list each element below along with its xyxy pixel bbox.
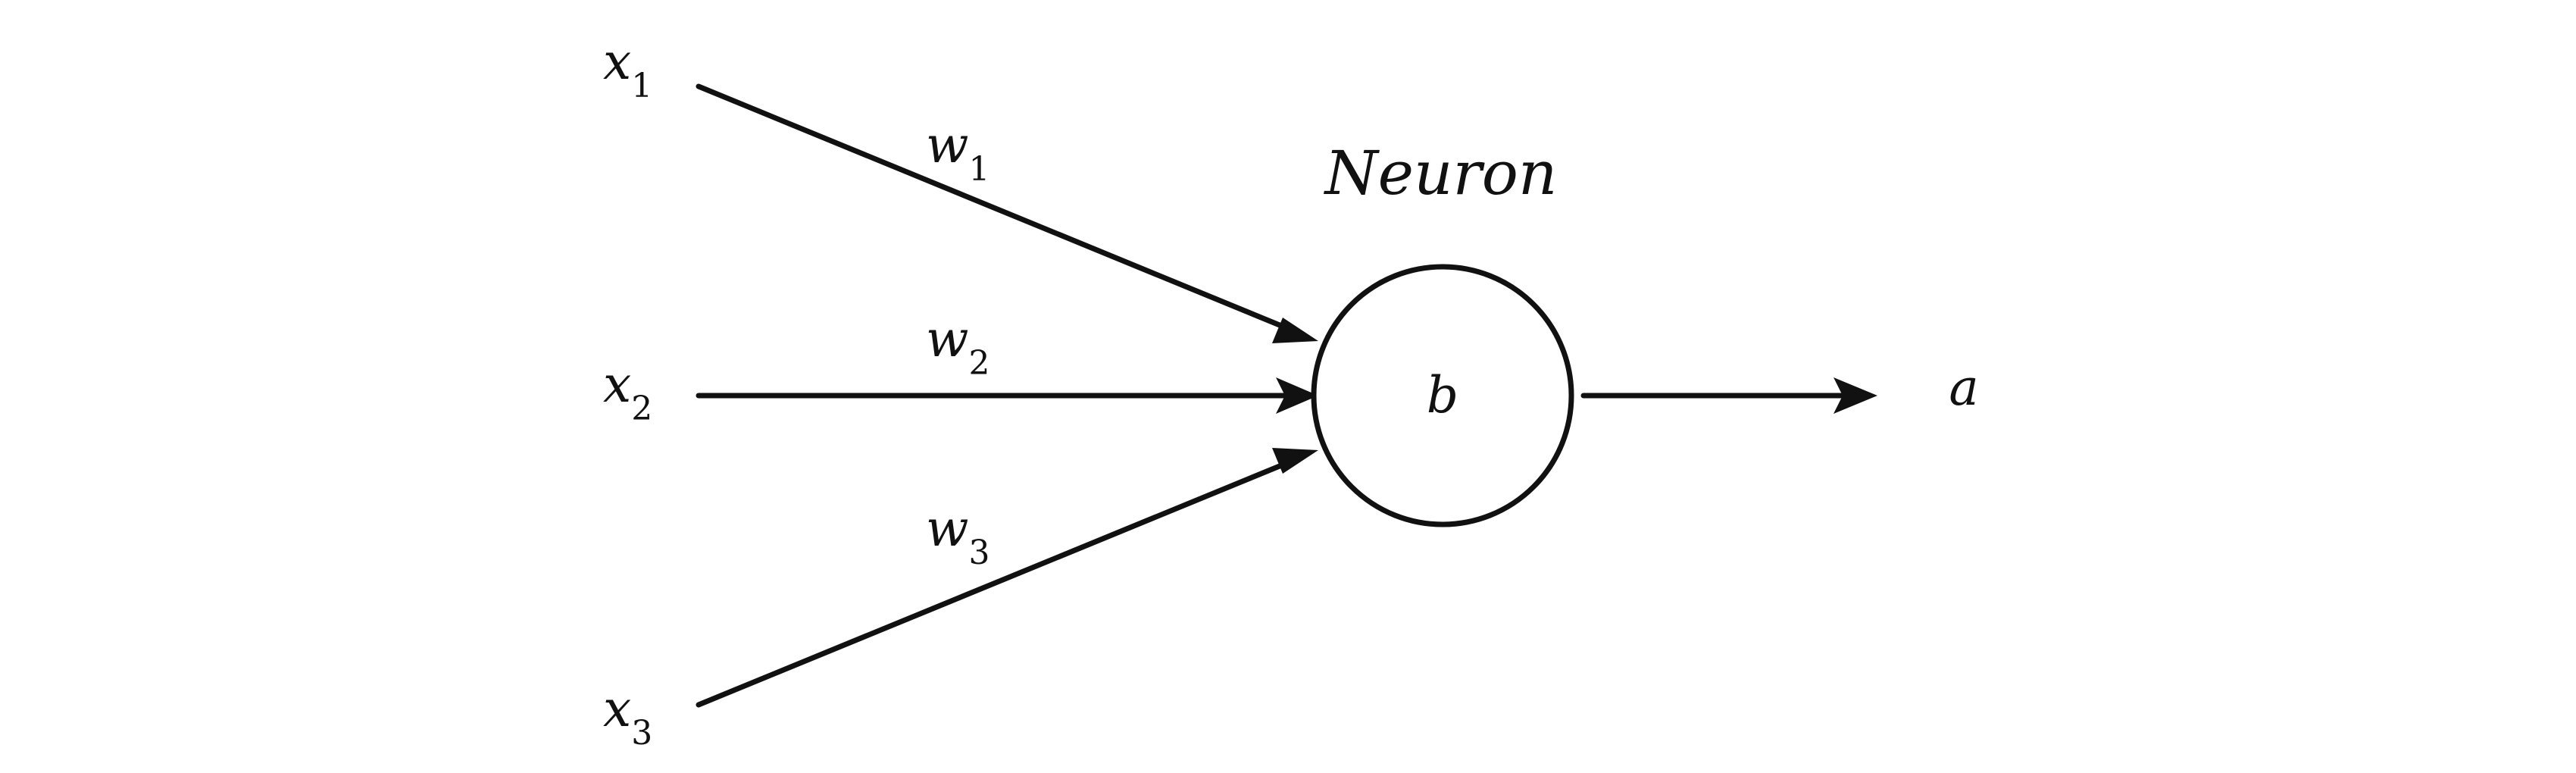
weight-subscript: 3 bbox=[969, 534, 990, 572]
edge-output-arrowhead bbox=[1834, 377, 1877, 414]
edge-x3-arrowhead bbox=[1272, 448, 1318, 474]
weight-label-w3: w3 bbox=[926, 499, 990, 572]
output-edge bbox=[1580, 377, 1877, 414]
output-label: a bbox=[1949, 358, 1978, 417]
weight-labels: w1 w2 w3 bbox=[926, 116, 990, 572]
input-labels: x1 x2 x3 bbox=[603, 33, 652, 753]
edge-x2-arrowhead bbox=[1276, 377, 1318, 414]
bias-label: b bbox=[1427, 366, 1458, 424]
weight-var: w bbox=[926, 310, 969, 368]
input-subscript: 2 bbox=[631, 390, 652, 428]
weight-var: w bbox=[926, 116, 969, 174]
neuron-title: Neuron bbox=[1324, 138, 1558, 208]
input-var: x bbox=[603, 355, 631, 414]
input-subscript: 3 bbox=[631, 714, 652, 753]
weight-label-w2: w2 bbox=[926, 310, 990, 383]
input-label-x1: x1 bbox=[603, 33, 652, 105]
weight-label-w1: w1 bbox=[926, 116, 990, 189]
input-var: x bbox=[603, 33, 631, 91]
neuron-circle bbox=[1311, 264, 1574, 527]
input-label-x3: x3 bbox=[603, 680, 652, 753]
edge-x1-arrowhead bbox=[1272, 318, 1318, 343]
edge-x1-line bbox=[696, 83, 1296, 333]
weight-subscript: 2 bbox=[969, 344, 990, 383]
weight-subscript: 1 bbox=[969, 150, 990, 189]
input-var: x bbox=[603, 680, 631, 738]
edge-x3-line bbox=[696, 458, 1296, 708]
neuron-node: b bbox=[1311, 264, 1574, 527]
input-edges bbox=[696, 83, 1318, 708]
weight-var: w bbox=[926, 499, 969, 558]
input-label-x2: x2 bbox=[603, 355, 652, 428]
input-subscript: 1 bbox=[631, 67, 652, 105]
